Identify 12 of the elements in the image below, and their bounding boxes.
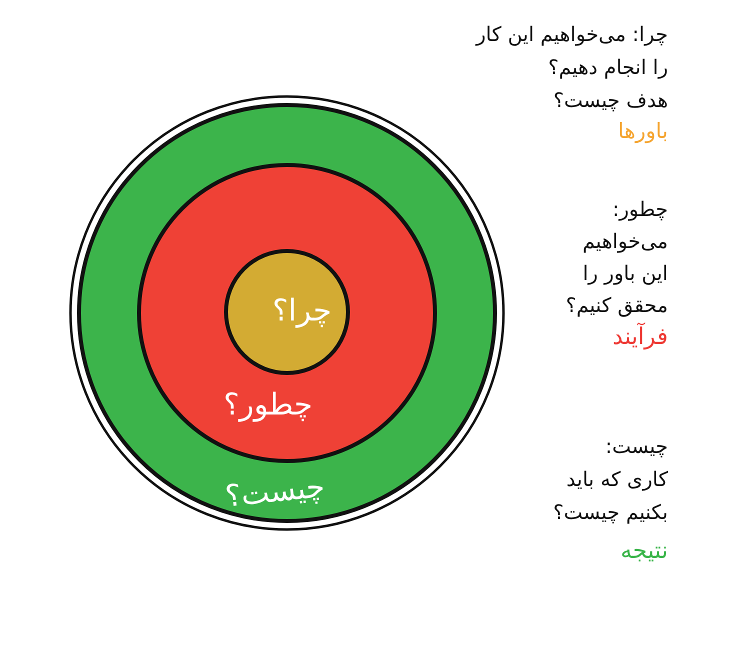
category-label: باورها <box>618 118 668 146</box>
circle-label: چطور؟ <box>223 388 313 422</box>
question-text: چطور: می‌خواهیم این باور را محقق کنیم؟ <box>566 196 668 319</box>
question-text: چرا: می‌خواهیم این کار را انجام دهیم؟ هدف چیست؟ <box>476 21 668 114</box>
middle-circle <box>137 163 437 463</box>
category-label: نتیجه <box>620 537 668 566</box>
circle-label: چرا؟ <box>272 294 332 328</box>
question-text: چیست: کاری که باید بکنیم چیست؟ <box>553 433 668 526</box>
outer-circle <box>69 95 505 531</box>
category-label: فرآیند <box>612 322 668 352</box>
circle-label: چیست؟ <box>224 470 326 514</box>
inner-circle <box>224 249 350 375</box>
